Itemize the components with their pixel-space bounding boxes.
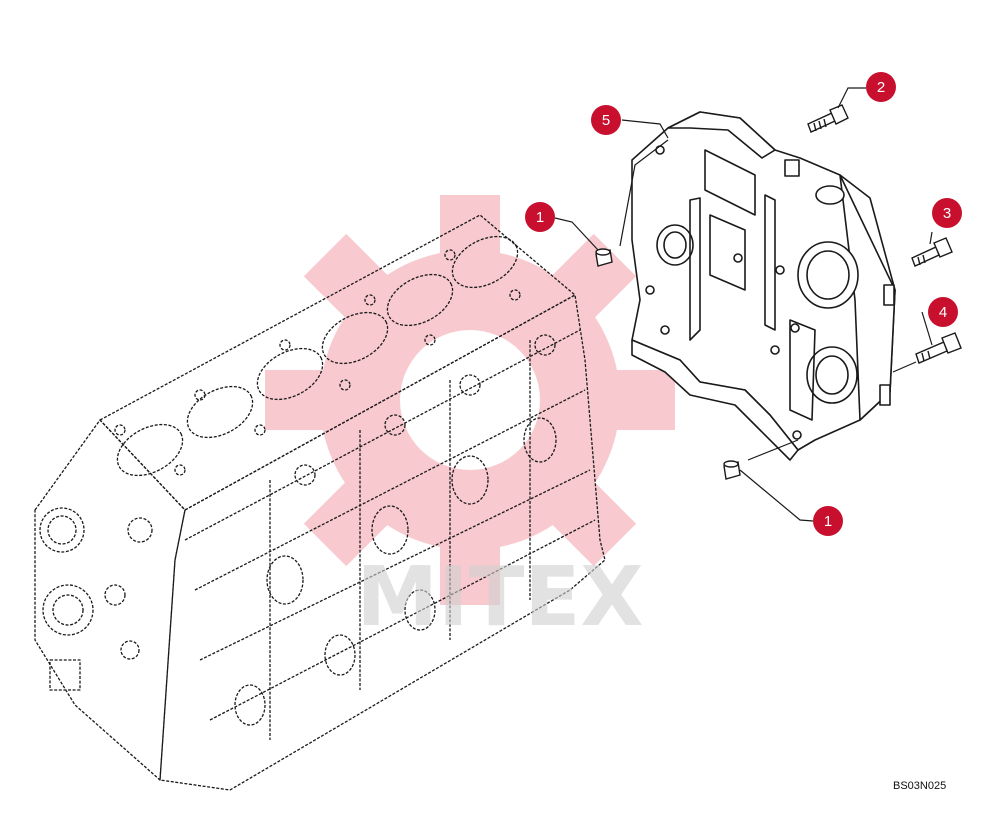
callout-1-top: 1: [525, 202, 555, 232]
callout-2: 2: [866, 72, 896, 102]
watermark-text: MITEX: [356, 550, 643, 645]
callout-4: 4: [928, 297, 958, 327]
gear-housing: [631, 111, 896, 461]
dowel-pin-bottom: [723, 460, 741, 480]
svg-text:5: 5: [602, 112, 610, 129]
callout-5: 5: [591, 105, 621, 135]
leader-lines: [554, 87, 933, 522]
bolt-2: [807, 104, 849, 133]
callout-1-bottom: 1: [813, 506, 843, 536]
bolt-3: [911, 237, 953, 267]
svg-text:4: 4: [939, 304, 947, 321]
svg-text:3: 3: [943, 205, 951, 222]
svg-text:1: 1: [824, 513, 832, 530]
engine-block: [34, 214, 606, 791]
bolt-4: [915, 332, 962, 364]
watermark-gear-icon: [265, 195, 675, 605]
drawing-code: BS03N025: [893, 780, 947, 792]
cylinder-bores: [116, 235, 519, 477]
svg-text:1: 1: [536, 209, 544, 226]
callout-3: 3: [932, 198, 962, 228]
svg-text:2: 2: [877, 79, 885, 96]
dowel-pin-top: [595, 248, 613, 267]
